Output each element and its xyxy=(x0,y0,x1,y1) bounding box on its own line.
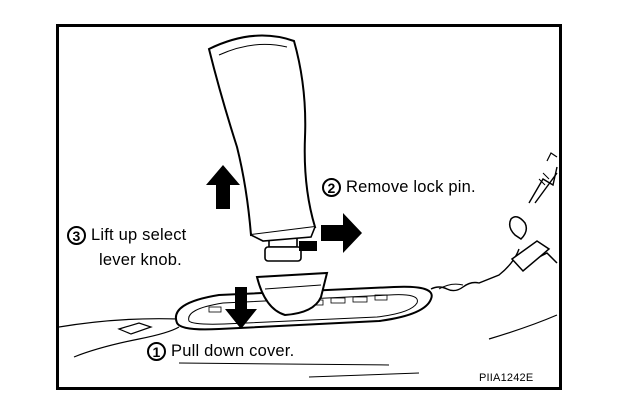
boot-cover xyxy=(255,271,329,317)
arrow-right-icon xyxy=(321,213,362,253)
right-bracket xyxy=(488,314,558,340)
step-1-text: Pull down cover. xyxy=(171,342,295,361)
step-3-text-line1: Lift up select xyxy=(91,226,187,245)
step-number-1: 1 xyxy=(147,342,166,361)
step-number-2: 2 xyxy=(322,178,341,197)
step-3-text-line2: lever knob. xyxy=(99,251,182,269)
console-base-line-2 xyxy=(308,372,420,378)
diagram-frame: 2 Remove lock pin. 3 Lift up select leve… xyxy=(56,24,562,390)
step-2-label: 2 Remove lock pin. xyxy=(322,178,476,197)
arrow-up-icon xyxy=(206,165,240,209)
console-base-line xyxy=(178,362,390,366)
console-edge-line xyxy=(59,318,180,328)
figure-code: PIIA1242E xyxy=(479,372,534,384)
selector-knob xyxy=(207,34,317,237)
diagram-illustration xyxy=(59,34,558,378)
lock-pin xyxy=(299,241,317,251)
arrow-down-icon xyxy=(225,287,257,329)
step-number-3: 3 xyxy=(67,226,86,245)
step-3-label: 3 Lift up select xyxy=(67,226,186,245)
linkage-cable xyxy=(430,248,520,292)
step-2-text: Remove lock pin. xyxy=(346,178,476,197)
step-1-label: 1 Pull down cover. xyxy=(147,342,294,361)
console-button xyxy=(117,322,153,335)
console-lower-curve xyxy=(73,326,180,358)
